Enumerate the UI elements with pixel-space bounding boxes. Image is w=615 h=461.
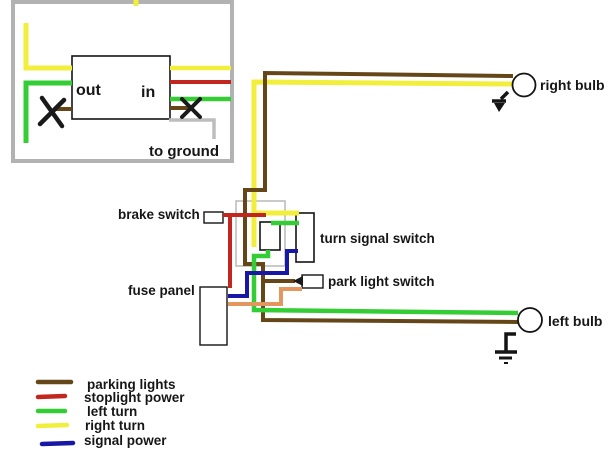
left-bulb-label: left bulb xyxy=(548,313,602,329)
inset-border-box xyxy=(11,0,234,163)
legend-swatch-signal-power xyxy=(39,440,76,447)
inset-wire-right-turn-left xyxy=(23,23,72,71)
wire-park-light-power xyxy=(228,287,302,306)
fuse-panel-box xyxy=(199,286,228,346)
legend-label-signal-power: signal power xyxy=(84,433,167,448)
legend-label-right-turn: right turn xyxy=(85,418,145,433)
inset-in-label: in xyxy=(141,84,155,101)
turn-signal-switch-label: turn signal switch xyxy=(320,231,435,246)
left-ground-lead xyxy=(504,332,516,351)
left-bulb-ground-icon xyxy=(495,332,517,364)
turn-signal-switch-body-box xyxy=(295,212,315,263)
park-switch-arrow-icon xyxy=(293,276,303,286)
inset-component-box xyxy=(71,55,171,120)
legend-label-parking-lights: parking lights xyxy=(87,377,176,392)
right-bulb xyxy=(511,72,537,98)
legend-swatch-stoplight-power xyxy=(35,393,68,400)
right-x-icon xyxy=(180,97,202,119)
inset-wire-to-ground xyxy=(169,118,216,139)
left-x-icon xyxy=(37,97,67,127)
park-light-switch-label: park light switch xyxy=(328,274,435,289)
brake-switch-label: brake switch xyxy=(118,207,200,222)
right-bulb-label: right bulb xyxy=(540,77,605,93)
wire-left-turn-main xyxy=(251,250,519,316)
fuse-panel-label: fuse panel xyxy=(128,283,195,298)
inset-wire-left-turn-left xyxy=(23,80,72,143)
legend-swatch-right-turn xyxy=(35,422,70,429)
right-ground-arrow xyxy=(494,103,505,112)
to-ground-label: to ground xyxy=(149,143,219,160)
left-bulb xyxy=(517,307,543,333)
right-bulb-ground-icon xyxy=(492,90,510,112)
park-light-switch-box xyxy=(301,274,324,289)
no-connection-x-marks xyxy=(37,95,202,129)
turn-signal-switch-inner-box xyxy=(259,221,281,251)
brake-switch-box xyxy=(203,211,224,224)
wire-signal-power xyxy=(228,249,298,298)
legend-label-left-turn: left turn xyxy=(87,404,137,419)
legend: parking lights stoplight power left turn… xyxy=(35,377,185,448)
inset-out-label: out xyxy=(76,82,102,99)
legend-label-stoplight-power: stoplight power xyxy=(84,390,185,405)
right-ground-lead xyxy=(499,90,510,101)
